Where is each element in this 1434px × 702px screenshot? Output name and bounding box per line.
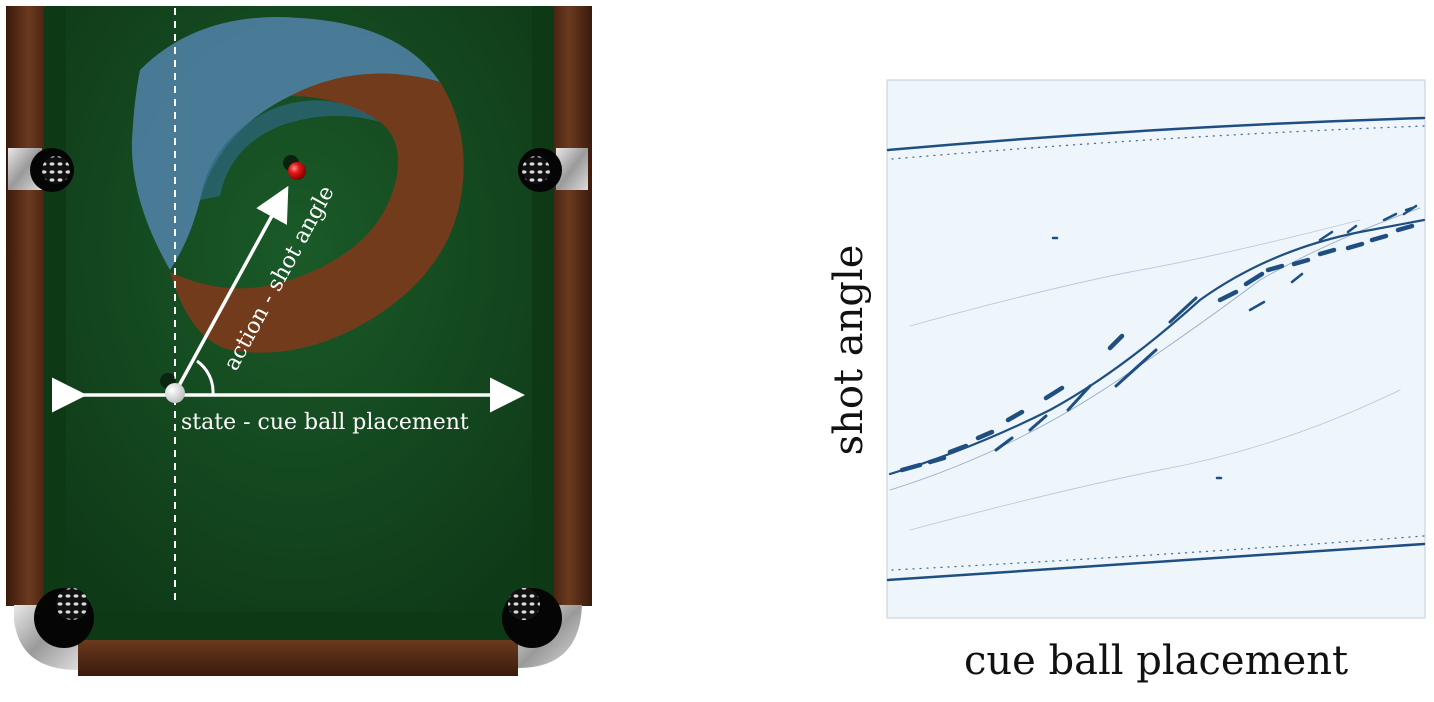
state-label: state - cue ball placement <box>181 410 469 435</box>
upper-dash-segments-2 <box>1248 204 1418 312</box>
table-logo <box>131 17 464 353</box>
plot-strokes <box>886 116 1426 582</box>
right-cushion <box>528 6 554 606</box>
diag-dash-segments <box>994 296 1198 452</box>
pockets <box>30 148 562 648</box>
upper-dash-segments <box>1217 223 1415 303</box>
main-diagonal-curve <box>888 218 1426 476</box>
left-cushion <box>44 6 70 606</box>
lower-dash-segments <box>899 333 1125 473</box>
y-axis-label: shot angle <box>826 245 872 456</box>
cue-ball <box>165 383 185 403</box>
pool-table-diagram: state - cue ball placement action - shot… <box>6 6 592 676</box>
specks <box>1051 206 1414 480</box>
bottom-rail <box>78 640 518 676</box>
shot-success-heatmap: cue ball placement shot angle <box>826 79 1426 684</box>
faint-upper-line <box>909 219 1361 327</box>
object-ball <box>288 162 306 180</box>
bottom-band-line <box>886 542 1426 582</box>
top-band-line <box>886 116 1426 152</box>
faint-diagonal-curve <box>889 207 1421 491</box>
action-arrow <box>173 185 289 394</box>
faint-lower-line <box>909 389 1401 531</box>
bottom-cushion <box>80 612 520 640</box>
bottom-band-dots <box>891 535 1425 571</box>
x-axis-label: cue ball placement <box>964 638 1348 684</box>
